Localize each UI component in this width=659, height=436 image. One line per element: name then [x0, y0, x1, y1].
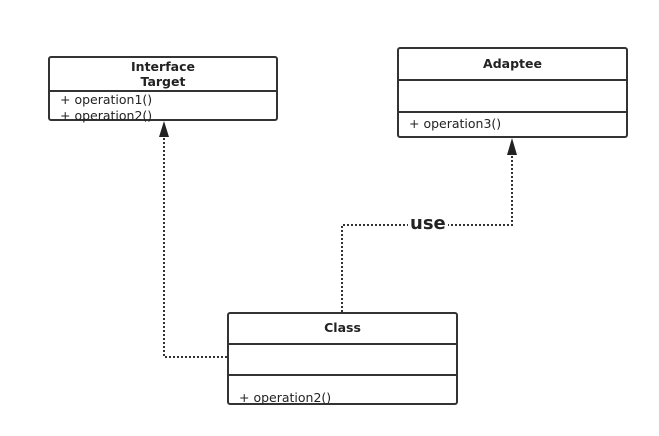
adaptee-operations: + operation3() — [399, 111, 626, 132]
use-arrowhead — [507, 138, 517, 155]
adaptee-name: Adaptee — [483, 56, 542, 71]
realization-connector[interactable] — [163, 136, 227, 358]
class-operations: + operation2() — [229, 374, 456, 406]
adaptee-box[interactable]: Adaptee + operation3() — [397, 47, 628, 138]
adaptee-title: Adaptee — [399, 49, 626, 79]
interface-target-box[interactable]: Interface Target + operation1() + operat… — [48, 56, 278, 124]
interface-stereotype: Interface — [131, 59, 195, 74]
class-title: Class — [229, 314, 456, 343]
class-box[interactable]: Class + operation2() — [227, 312, 458, 405]
class-attributes — [229, 343, 456, 374]
interface-operations: + operation1() + operation2() — [50, 90, 276, 124]
operation-item: + operation2() — [60, 108, 153, 123]
use-label: use — [408, 213, 448, 235]
operation-item: + operation2() — [239, 390, 332, 405]
interface-name: Target — [140, 74, 186, 89]
class-name: Class — [324, 320, 361, 335]
realization-arrowhead — [159, 121, 169, 137]
operation-item: + operation3() — [409, 116, 502, 131]
operation-item: + operation1() — [60, 92, 153, 107]
adaptee-attributes — [399, 79, 626, 111]
interface-target-title: Interface Target — [50, 58, 276, 90]
